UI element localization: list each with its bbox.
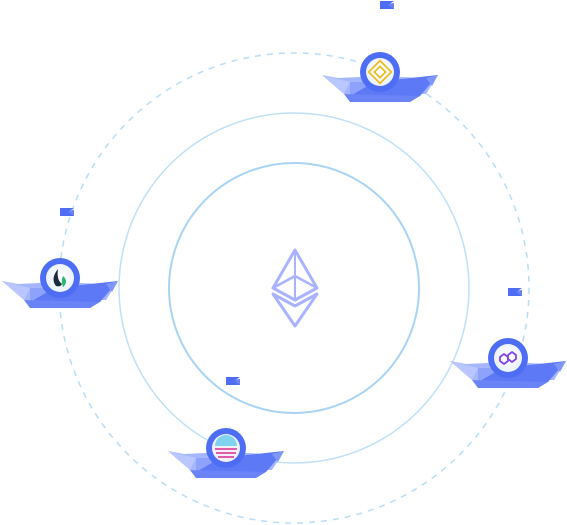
flag-icon (226, 377, 240, 385)
boat-osmosis (168, 428, 284, 478)
boat-bnb (322, 52, 438, 102)
boat-heco (2, 258, 118, 308)
bnb-icon (360, 52, 400, 92)
boat-polygon (450, 338, 566, 388)
polygon-icon (488, 338, 528, 378)
osmosis-icon (206, 428, 246, 468)
inner-ring (168, 162, 420, 414)
flag-icon (380, 1, 394, 9)
outer-ring (118, 112, 470, 464)
ethereum-icon (271, 248, 319, 328)
flag-icon (60, 208, 74, 216)
heco-icon (40, 258, 80, 298)
flag-icon (508, 288, 522, 296)
